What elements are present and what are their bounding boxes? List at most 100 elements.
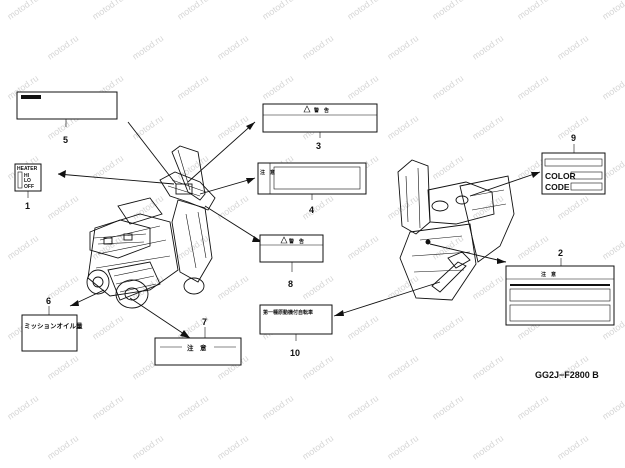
drawing-code: GG2J−F2800 B <box>535 370 599 380</box>
warning-text: 警 告 <box>313 107 329 114</box>
watermark-text: motod.ru <box>5 393 40 422</box>
watermark-text: motod.ru <box>430 73 465 102</box>
watermark-text: motod.ru <box>470 273 505 302</box>
watermark-text: motod.ru <box>215 113 250 142</box>
watermark-text: motod.ru <box>45 193 80 222</box>
watermark-text: motod.ru <box>430 0 465 22</box>
watermark-text: motod.ru <box>260 73 295 102</box>
callout-8: 8 <box>288 279 293 289</box>
callout-6: 6 <box>46 296 51 306</box>
watermark-text: motod.ru <box>260 393 295 422</box>
code-text: CODE <box>545 182 570 192</box>
caution-label-rear: 注 意 2 <box>505 248 615 326</box>
heater-text: HEATER <box>17 166 38 172</box>
watermark-text: motod.ru <box>515 393 550 422</box>
watermark-text: motod.ru <box>130 433 165 462</box>
watermark-text: motod.ru <box>175 0 210 22</box>
plate-label: 5 <box>16 91 118 145</box>
watermark-text: motod.ru <box>345 73 380 102</box>
watermark-text: motod.ru <box>600 233 625 262</box>
callout-1: 1 <box>25 201 30 211</box>
watermark-text: motod.ru <box>385 33 420 62</box>
callout-9: 9 <box>571 133 576 143</box>
watermark-text: motod.ru <box>345 393 380 422</box>
watermark-text: motod.ru <box>215 433 250 462</box>
watermark-text: motod.ru <box>90 0 125 22</box>
rear-body-illustration <box>397 159 515 301</box>
warning-small-text: 警 告 <box>288 238 304 245</box>
callout-2: 2 <box>558 248 563 258</box>
watermark-text: motod.ru <box>130 33 165 62</box>
watermark-text: motod.ru <box>260 0 295 22</box>
watermark-text: motod.ru <box>300 353 335 382</box>
watermark-text: motod.ru <box>430 313 465 342</box>
caution-label-side: 注 意 4 <box>257 162 367 215</box>
watermark-text: motod.ru <box>130 113 165 142</box>
watermark-text: motod.ru <box>385 433 420 462</box>
watermark-text: motod.ru <box>175 73 210 102</box>
watermark-text: motod.ru <box>215 193 250 222</box>
watermark-text: motod.ru <box>385 273 420 302</box>
watermark-text: motod.ru <box>515 73 550 102</box>
caution-front-text: 注 意 <box>187 343 207 352</box>
warning-label: 警 告 3 <box>262 103 378 151</box>
watermark-text: motod.ru <box>470 113 505 142</box>
watermark-text: motod.ru <box>175 233 210 262</box>
watermark-text: motod.ru <box>90 393 125 422</box>
hi-text: HI <box>24 173 30 179</box>
watermark-text: motod.ru <box>175 393 210 422</box>
watermark-text: motod.ru <box>45 33 80 62</box>
watermark-text: motod.ru <box>470 433 505 462</box>
watermark-text: motod.ru <box>555 33 590 62</box>
lo-text: LO <box>24 178 31 184</box>
color-text: COLOR <box>545 171 576 181</box>
watermark-text: motod.ru <box>300 433 335 462</box>
watermark-text: motod.ru <box>515 0 550 22</box>
watermark-text: motod.ru <box>345 233 380 262</box>
watermark-text: motod.ru <box>600 393 625 422</box>
watermark-text: motod.ru <box>345 313 380 342</box>
mission-oil-label: ミッションオイル量 6 <box>21 296 83 352</box>
watermark-text: motod.ru <box>345 0 380 22</box>
off-text: OFF <box>24 184 34 190</box>
color-code-label: COLOR CODE 9 <box>541 133 606 195</box>
watermark-text: motod.ru <box>600 0 625 22</box>
callout-3: 3 <box>316 141 321 151</box>
watermark-text: motod.ru <box>470 353 505 382</box>
callout-4: 4 <box>309 205 314 215</box>
watermark-text: motod.ru <box>430 153 465 182</box>
watermark-text: motod.ru <box>385 193 420 222</box>
instruction-label: 第一種原動機付自転車 10 <box>259 304 333 358</box>
watermark-text: motod.ru <box>555 193 590 222</box>
callout-10: 10 <box>290 348 300 358</box>
warning-label-small: 警 告 8 <box>259 234 324 289</box>
watermark-text: motod.ru <box>515 233 550 262</box>
watermark-text: motod.ru <box>215 33 250 62</box>
watermark-text: motod.ru <box>300 193 335 222</box>
caution-side-text: 注 意 <box>260 169 275 176</box>
watermark-text: motod.ru <box>430 393 465 422</box>
callout-5: 5 <box>63 135 68 145</box>
watermark-text: motod.ru <box>385 113 420 142</box>
watermark-text: motod.ru <box>385 353 420 382</box>
watermark-text: motod.ru <box>90 313 125 342</box>
watermark-text: motod.ru <box>600 73 625 102</box>
watermark-text: motod.ru <box>130 193 165 222</box>
watermark-text: motod.ru <box>555 433 590 462</box>
watermark-text: motod.ru <box>45 353 80 382</box>
caution-rear-text: 注 意 <box>541 271 556 278</box>
mission-oil-text: ミッションオイル量 <box>24 321 83 330</box>
scooter-illustration <box>86 145 216 309</box>
watermark-text: motod.ru <box>215 273 250 302</box>
watermark-text: motod.ru <box>470 33 505 62</box>
caution-label-front: 注 意 7 <box>154 317 242 366</box>
watermark-text: motod.ru <box>5 0 40 22</box>
heater-switch-label: HEATER HI LO OFF 1 <box>14 163 42 211</box>
instruction-text: 第一種原動機付自転車 <box>263 309 313 316</box>
watermark-text: motod.ru <box>300 33 335 62</box>
watermark-text: motod.ru <box>45 433 80 462</box>
callout-7: 7 <box>202 317 207 327</box>
